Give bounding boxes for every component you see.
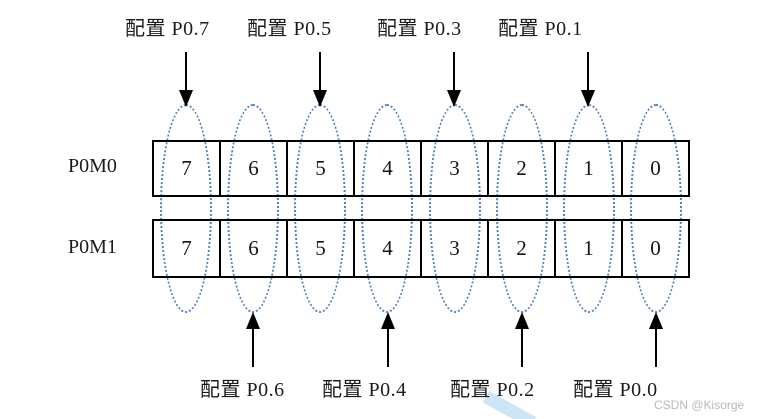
arrow-shaft bbox=[185, 52, 187, 90]
bit-group-ellipse bbox=[294, 104, 346, 313]
register-row-p0m1: 7 6 5 4 3 2 1 0 bbox=[152, 219, 690, 278]
down-arrow-icon bbox=[447, 52, 461, 107]
arrow-shaft bbox=[521, 329, 523, 367]
watermark-text: CSDN @Kisorge bbox=[654, 398, 745, 412]
down-arrow-icon bbox=[581, 52, 595, 107]
arrow-shaft bbox=[587, 52, 589, 90]
arrow-head bbox=[447, 90, 461, 107]
bit-group-ellipse bbox=[563, 104, 615, 313]
bit-cell: 5 bbox=[286, 142, 353, 195]
arrow-shaft bbox=[387, 329, 389, 367]
config-label-p0-2: 配置 P0.2 bbox=[450, 379, 535, 401]
down-arrow-icon bbox=[313, 52, 327, 107]
bit-cell: 6 bbox=[219, 221, 286, 276]
config-label-p0-1: 配置 P0.1 bbox=[498, 18, 583, 40]
config-label-p0-7: 配置 P0.7 bbox=[125, 18, 210, 40]
bit-group-ellipse bbox=[630, 104, 682, 313]
bit-group-ellipse bbox=[160, 104, 212, 313]
bit-cell: 3 bbox=[420, 221, 487, 276]
up-arrow-icon bbox=[649, 312, 663, 367]
bit-cell: 0 bbox=[621, 221, 688, 276]
bit-cell: 2 bbox=[487, 221, 554, 276]
bit-cell: 4 bbox=[353, 142, 420, 195]
arrow-head bbox=[179, 90, 193, 107]
bit-cell: 2 bbox=[487, 142, 554, 195]
up-arrow-icon bbox=[381, 312, 395, 367]
bit-cell: 0 bbox=[621, 142, 688, 195]
arrow-head bbox=[581, 90, 595, 107]
arrow-head bbox=[381, 312, 395, 329]
bit-group-ellipse bbox=[361, 104, 413, 313]
up-arrow-icon bbox=[246, 312, 260, 367]
bit-cell: 3 bbox=[420, 142, 487, 195]
bit-group-ellipse bbox=[429, 104, 481, 313]
config-label-p0-0: 配置 P0.0 bbox=[573, 379, 658, 401]
config-label-p0-6: 配置 P0.6 bbox=[200, 379, 285, 401]
arrow-head bbox=[313, 90, 327, 107]
bit-cell: 4 bbox=[353, 221, 420, 276]
bit-group-ellipse bbox=[496, 104, 548, 313]
register-name-p0m1: P0M1 bbox=[68, 236, 117, 258]
bit-cell: 1 bbox=[554, 221, 621, 276]
register-name-p0m0: P0M0 bbox=[68, 155, 117, 177]
arrow-shaft bbox=[319, 52, 321, 90]
config-label-p0-4: 配置 P0.4 bbox=[322, 379, 407, 401]
bit-cell: 7 bbox=[181, 156, 192, 180]
register-row-p0m0: 7 6 5 4 3 2 1 0 bbox=[152, 140, 690, 197]
config-label-p0-3: 配置 P0.3 bbox=[377, 18, 462, 40]
bit-cell: 5 bbox=[286, 221, 353, 276]
bit-group-ellipse bbox=[227, 104, 279, 313]
arrow-shaft bbox=[453, 52, 455, 90]
down-arrow-icon bbox=[179, 52, 193, 107]
bit-cell: 7 bbox=[181, 236, 192, 260]
arrow-head bbox=[515, 312, 529, 329]
bit-cell: 1 bbox=[554, 142, 621, 195]
arrow-head bbox=[246, 312, 260, 329]
up-arrow-icon bbox=[515, 312, 529, 367]
arrow-shaft bbox=[655, 329, 657, 367]
arrow-head bbox=[649, 312, 663, 329]
config-label-p0-5: 配置 P0.5 bbox=[247, 18, 332, 40]
arrow-shaft bbox=[252, 329, 254, 367]
bit-cell: 6 bbox=[219, 142, 286, 195]
